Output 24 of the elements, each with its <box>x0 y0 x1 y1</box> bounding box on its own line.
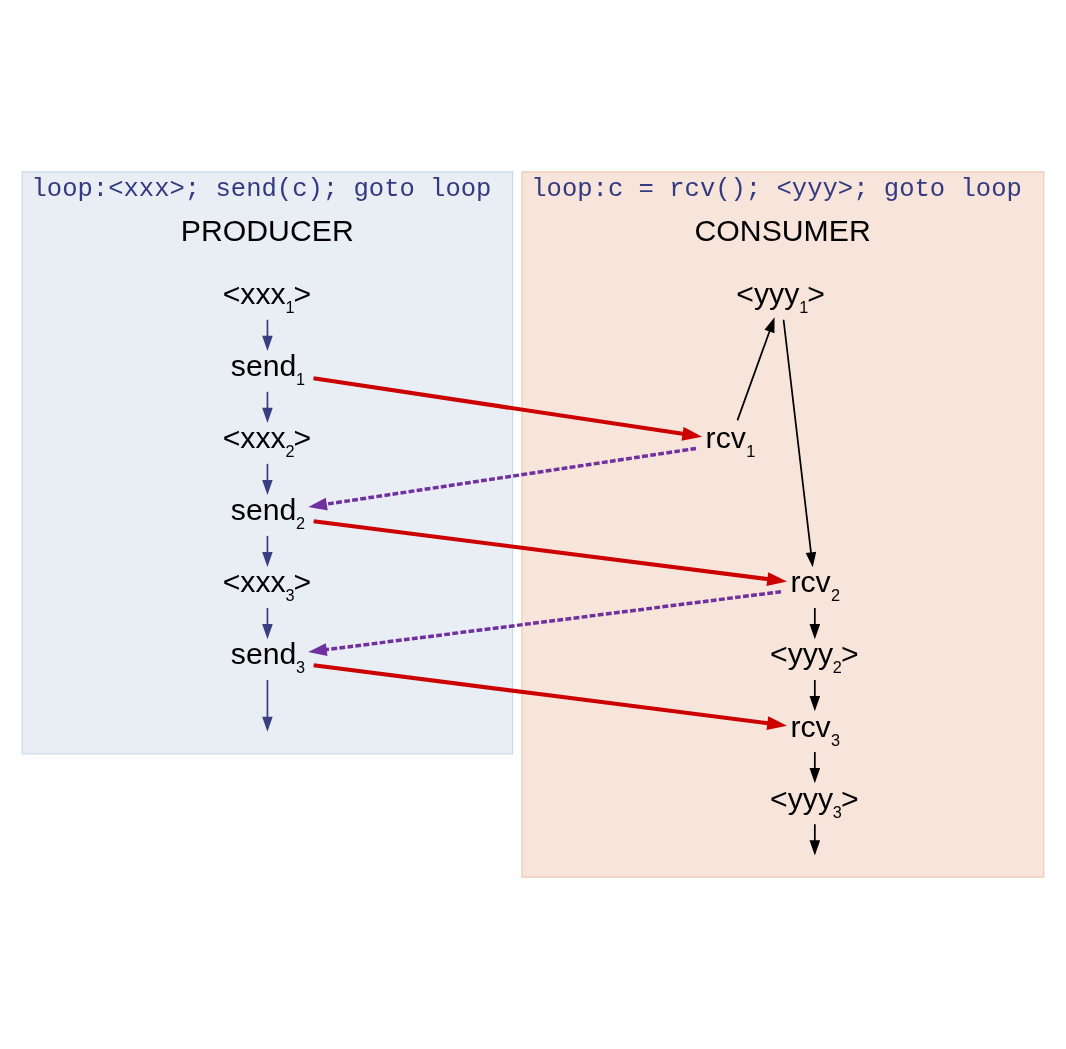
node-text: <yyy$_{3}$> <box>770 781 859 821</box>
node-text: send$_{1}$ <box>230 349 305 389</box>
node-text: <xxx$_{2}$> <box>222 421 312 461</box>
arrow <box>262 679 273 732</box>
arrow <box>809 607 821 640</box>
node-text: <xxx$_{3}$> <box>222 565 312 605</box>
node-text: <yyy$_{1}$> <box>736 277 825 317</box>
node-text: rcv$_{1}$ <box>705 421 756 461</box>
node-text: send$_{2}$ <box>230 493 305 533</box>
arrow <box>809 751 821 784</box>
arrow <box>782 318 817 568</box>
node-text: <xxx$_{1}$> <box>222 277 312 317</box>
arrow <box>809 679 821 712</box>
arrow <box>308 590 782 657</box>
node-text: <yyy$_{2}$> <box>770 637 859 677</box>
arrow <box>313 376 703 441</box>
arrow <box>736 317 775 422</box>
arrow <box>313 519 787 586</box>
node-text: rcv$_{2}$ <box>790 565 841 605</box>
arrow <box>313 663 787 731</box>
node-text: send$_{3}$ <box>230 637 305 677</box>
arrow <box>809 823 821 856</box>
node-text: rcv$_{3}$ <box>790 709 841 749</box>
arrow <box>308 446 697 511</box>
